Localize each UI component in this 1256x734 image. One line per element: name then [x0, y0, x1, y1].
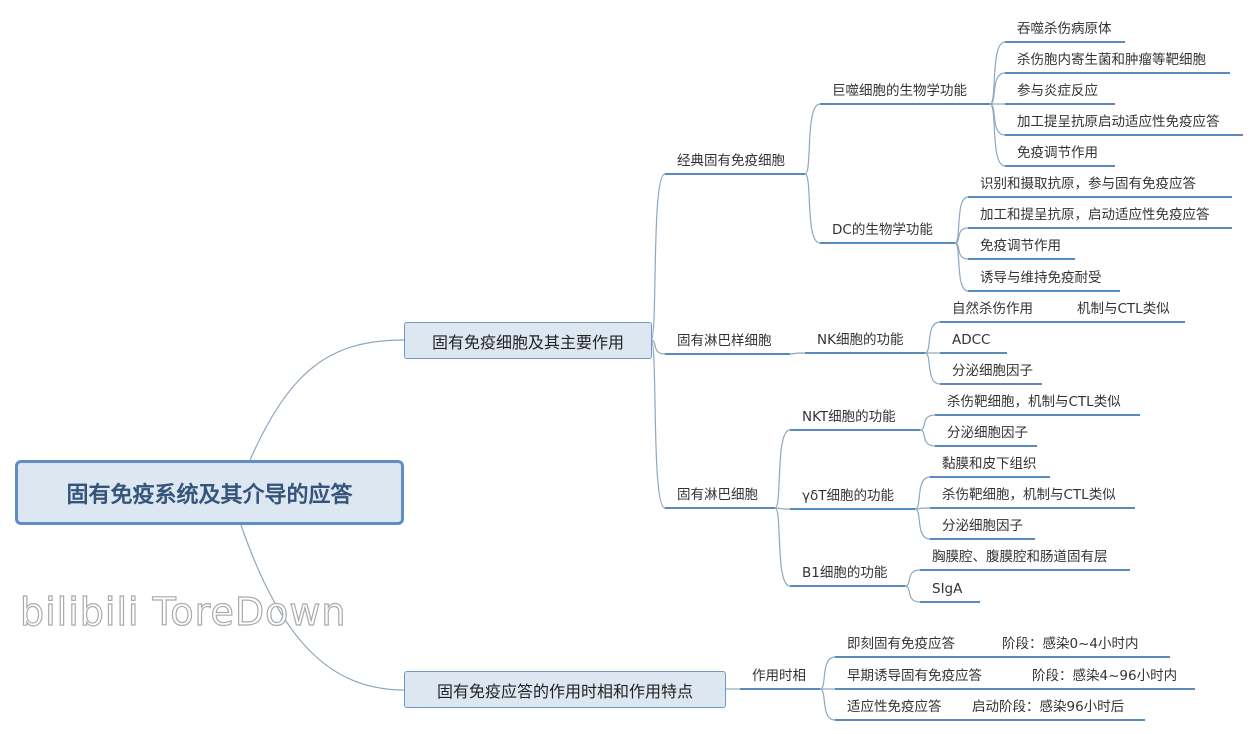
root-topic[interactable]: 固有免疫系统及其介导的应答	[15, 460, 404, 525]
connector	[989, 103, 1006, 167]
phase-stage[interactable]: 阶段：感染0~4小时内	[990, 632, 1170, 658]
connector	[804, 173, 821, 244]
leaf[interactable]: 加工和提呈抗原，启动适应性免疫应答	[968, 203, 1232, 229]
connector	[774, 429, 791, 509]
leaf[interactable]: 吞噬杀伤病原体	[1005, 17, 1125, 43]
leaf[interactable]: 分泌细胞因子	[935, 421, 1037, 447]
connector	[650, 339, 666, 355]
connector	[819, 656, 836, 690]
leaf[interactable]: 自然杀伤作用	[940, 297, 1065, 323]
connector	[904, 569, 921, 587]
root-label: 固有免疫系统及其介导的应答	[66, 482, 353, 508]
watermark: bilibili ToreDown	[19, 589, 347, 634]
leaf[interactable]: 识别和摄取抗原，参与固有免疫应答	[968, 172, 1232, 198]
connector	[904, 585, 921, 603]
connector	[924, 352, 941, 385]
phase-adaptive[interactable]: 适应性免疫应答	[835, 695, 960, 721]
node-phases[interactable]: 作用时相	[740, 664, 820, 690]
node-b1-function[interactable]: B1细胞的功能	[790, 561, 905, 587]
leaf[interactable]: SIgA	[920, 577, 980, 603]
leaf-note[interactable]: 机制与CTL类似	[1065, 297, 1185, 323]
leaf[interactable]: 胸膜腔、腹膜腔和肠道固有层	[920, 545, 1130, 571]
phase-stage[interactable]: 启动阶段：感染96小时后	[960, 695, 1145, 721]
connector	[650, 339, 666, 509]
connector	[914, 476, 931, 510]
connector	[924, 321, 941, 354]
leaf[interactable]: 免疫调节作用	[1005, 141, 1115, 167]
leaf[interactable]: 诱导与维持免疫耐受	[968, 266, 1120, 292]
node-innate-lymphoid-like[interactable]: 固有淋巴样细胞	[665, 329, 790, 355]
node-dc-function[interactable]: DC的生物学功能	[820, 218, 955, 244]
node-macrophage-function[interactable]: 巨噬细胞的生物学功能	[820, 79, 990, 105]
connector	[789, 352, 806, 355]
leaf[interactable]: 杀伤靶细胞，机制与CTL类似	[930, 483, 1135, 509]
phase-stage[interactable]: 阶段：感染4~96小时内	[1020, 664, 1195, 690]
connector	[954, 227, 969, 244]
leaf[interactable]: 免疫调节作用	[968, 234, 1075, 260]
connector	[919, 429, 936, 447]
node-nk-function[interactable]: NK细胞的功能	[805, 328, 925, 354]
leaf[interactable]: 加工提呈抗原启动适应性免疫应答	[1005, 110, 1243, 136]
connector	[774, 507, 791, 510]
connector	[919, 414, 936, 431]
leaf[interactable]: 分泌细胞因子	[940, 359, 1042, 385]
node-gdt-function[interactable]: γδT细胞的功能	[790, 484, 915, 510]
leaf[interactable]: 杀伤靶细胞，机制与CTL类似	[935, 390, 1140, 416]
connector	[989, 72, 1006, 105]
leaf[interactable]: 黏膜和皮下组织	[930, 452, 1050, 478]
phase-early-induced[interactable]: 早期诱导固有免疫应答	[835, 664, 1020, 690]
connector	[239, 521, 405, 691]
topic-innate-cells[interactable]: 固有免疫细胞及其主要作用	[404, 322, 652, 359]
node-innate-lymphocytes[interactable]: 固有淋巴细胞	[665, 483, 775, 509]
connector	[954, 242, 969, 292]
topic-label: 固有免疫细胞及其主要作用	[431, 332, 624, 352]
connector	[804, 103, 821, 175]
connector	[954, 196, 969, 244]
connector	[819, 688, 836, 721]
connector	[650, 173, 666, 341]
node-nkt-function[interactable]: NKT细胞的功能	[790, 405, 920, 431]
leaf[interactable]: 分泌细胞因子	[930, 514, 1035, 540]
topic-response-phases[interactable]: 固有免疫应答的作用时相和作用特点	[404, 671, 726, 708]
connector	[774, 507, 791, 587]
leaf[interactable]: ADCC	[940, 328, 1007, 354]
connector	[914, 508, 931, 540]
leaf[interactable]: 杀伤胞内寄生菌和肿瘤等靶细胞	[1005, 48, 1230, 74]
connector	[249, 339, 405, 461]
node-classic-cells[interactable]: 经典固有免疫细胞	[665, 149, 805, 175]
topic-label: 固有免疫应答的作用时相和作用特点	[436, 681, 693, 701]
leaf[interactable]: 参与炎症反应	[1005, 79, 1115, 105]
phase-immediate[interactable]: 即刻固有免疫应答	[835, 632, 990, 658]
